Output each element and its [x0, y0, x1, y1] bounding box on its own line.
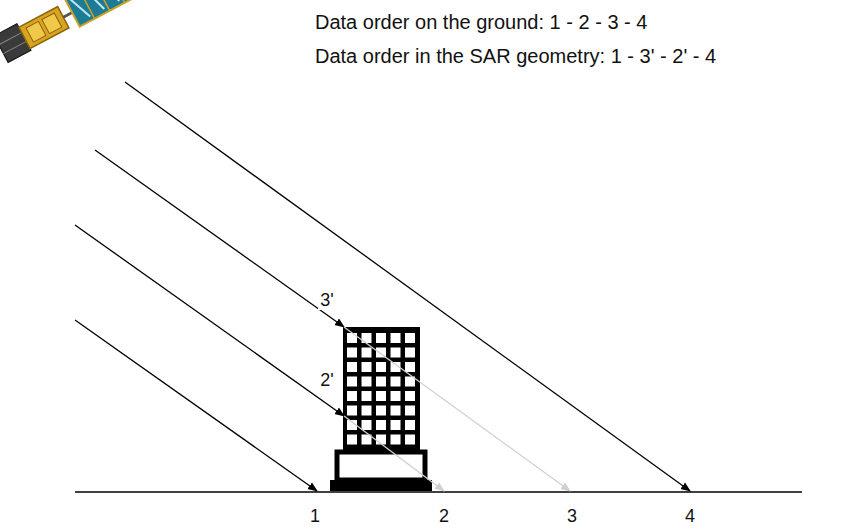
point-number: 1 [310, 506, 320, 527]
heading-text: Data order on the ground: 1 - 2 - 3 - 4 [315, 11, 647, 34]
point-number: 4 [685, 506, 695, 527]
building-icon [330, 327, 432, 491]
point-number: 2 [439, 506, 449, 527]
radar-ray [75, 225, 344, 416]
ground-line [75, 491, 802, 493]
radar-ray-continuation [344, 416, 444, 491]
radar-ray-continuation [344, 327, 570, 491]
radar-ray [95, 150, 344, 327]
point-number: 3 [567, 506, 577, 527]
radar-ray [75, 320, 317, 491]
satellite-icon [0, 0, 140, 64]
point-label: 3' [318, 290, 335, 311]
heading-text: Data order in the SAR geometry: 1 - 3' -… [315, 45, 716, 68]
radar-ray [125, 82, 690, 491]
point-label: 2' [318, 370, 335, 391]
